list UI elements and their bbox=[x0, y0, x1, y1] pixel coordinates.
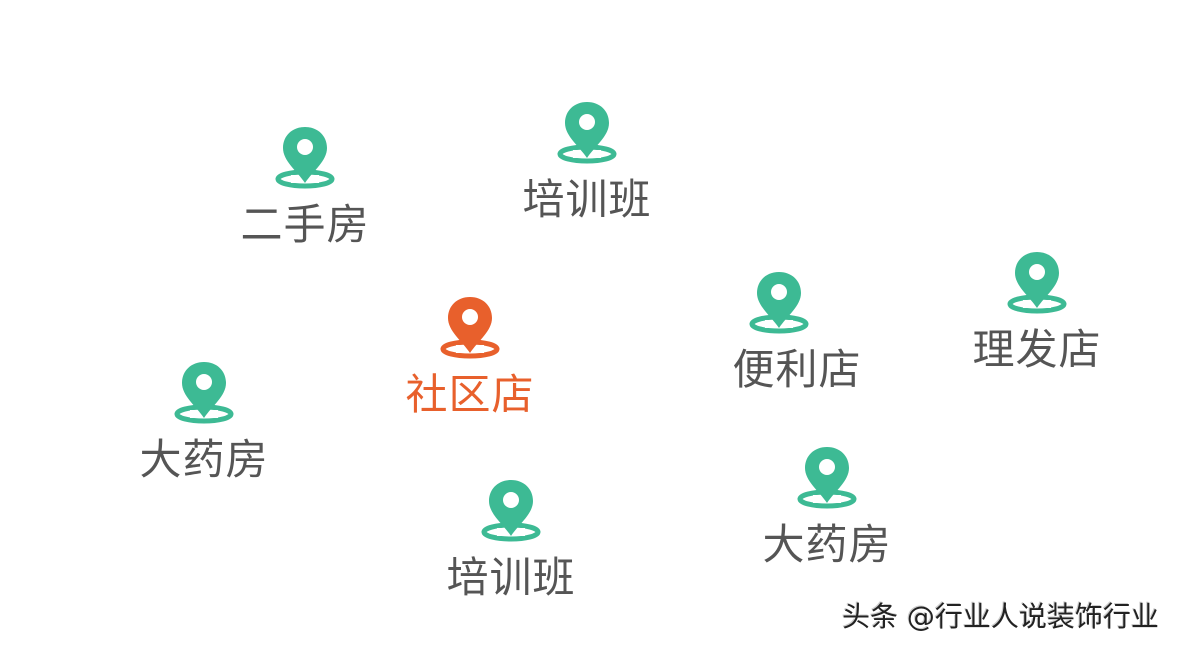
location-pin-icon bbox=[172, 360, 236, 426]
poi-training-class-bottom: 培训班 bbox=[411, 478, 611, 602]
poi-label: 理发店 bbox=[972, 325, 1102, 374]
poi-training-class-top: 培训班 bbox=[487, 100, 687, 224]
poi-pharmacy-right: 大药房 bbox=[727, 445, 927, 569]
location-pin-icon bbox=[479, 478, 543, 544]
poi-label: 便利店 bbox=[732, 345, 862, 394]
poi-barber-shop: 理发店 bbox=[937, 250, 1137, 374]
watermark: 头条 @行业人说装饰行业 bbox=[842, 600, 1159, 633]
location-pin-icon bbox=[1005, 250, 1069, 316]
poi-convenience-store: 便利店 bbox=[697, 270, 897, 394]
location-pin-icon bbox=[555, 100, 619, 166]
location-pin-icon bbox=[747, 270, 811, 336]
poi-label: 培训班 bbox=[522, 175, 652, 224]
poi-label: 大药房 bbox=[762, 520, 892, 569]
poi-community-store: 社区店 bbox=[370, 295, 570, 419]
poi-label: 大药房 bbox=[139, 435, 269, 484]
poi-pharmacy-left: 大药房 bbox=[104, 360, 304, 484]
poi-label: 培训班 bbox=[446, 553, 576, 602]
location-pin-icon bbox=[273, 125, 337, 191]
poi-label: 社区店 bbox=[405, 370, 535, 419]
location-pin-icon bbox=[438, 295, 502, 361]
poi-second-hand-housing: 二手房 bbox=[205, 125, 405, 249]
poi-label: 二手房 bbox=[240, 200, 370, 249]
location-pin-icon bbox=[795, 445, 859, 511]
